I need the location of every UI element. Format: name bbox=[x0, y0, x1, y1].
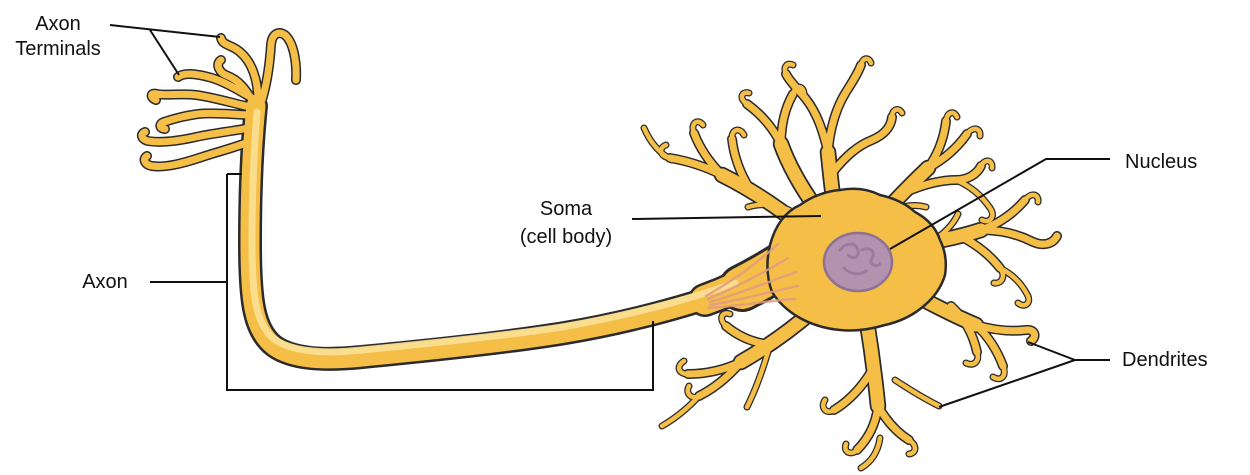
nucleus-art bbox=[822, 231, 894, 293]
label-nucleus: Nucleus bbox=[1125, 151, 1198, 173]
axon-art bbox=[142, 33, 797, 359]
nucleus-leader bbox=[889, 158, 1110, 250]
label-soma: Soma (cell body) bbox=[519, 198, 613, 248]
label-axon-terminals: Axon Terminals bbox=[15, 13, 101, 60]
dendrites-leader bbox=[938, 341, 1110, 408]
axon-hillock-striations bbox=[704, 242, 800, 310]
axon-leader-and-bracket bbox=[150, 173, 654, 391]
label-axon: Axon bbox=[82, 271, 128, 293]
label-dendrites: Dendrites bbox=[1122, 349, 1208, 371]
leader-lines bbox=[109, 24, 1110, 408]
soma-leader bbox=[631, 215, 822, 220]
axon-terminals-leader bbox=[109, 24, 221, 76]
